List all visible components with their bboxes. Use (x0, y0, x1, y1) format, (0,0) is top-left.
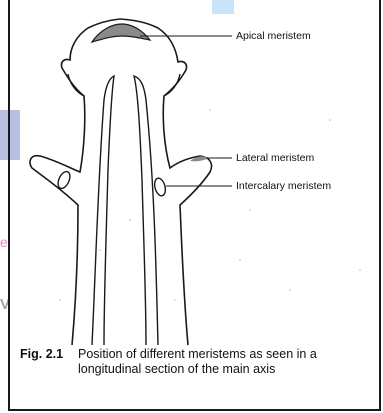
axis-outline-right (120, 19, 212, 345)
label-apical-meristem: Apical meristem (236, 30, 311, 42)
apical-meristem-shape (92, 24, 150, 42)
leaf-primordium-upper-right (164, 74, 180, 96)
caption-text: Position of different meristems as seen … (78, 347, 374, 377)
axis-outline-left (30, 19, 120, 345)
caption-figure-number: Fig. 2.1 (20, 347, 63, 362)
vascular-strand-right (134, 76, 158, 345)
label-lateral-meristem: Lateral meristem (236, 152, 314, 164)
intercalary-meristem-right (153, 177, 167, 197)
vascular-strand-left (92, 76, 114, 345)
leaf-primordium-upper-left (68, 74, 84, 96)
label-intercalary-meristem: Intercalary meristem (236, 180, 331, 192)
